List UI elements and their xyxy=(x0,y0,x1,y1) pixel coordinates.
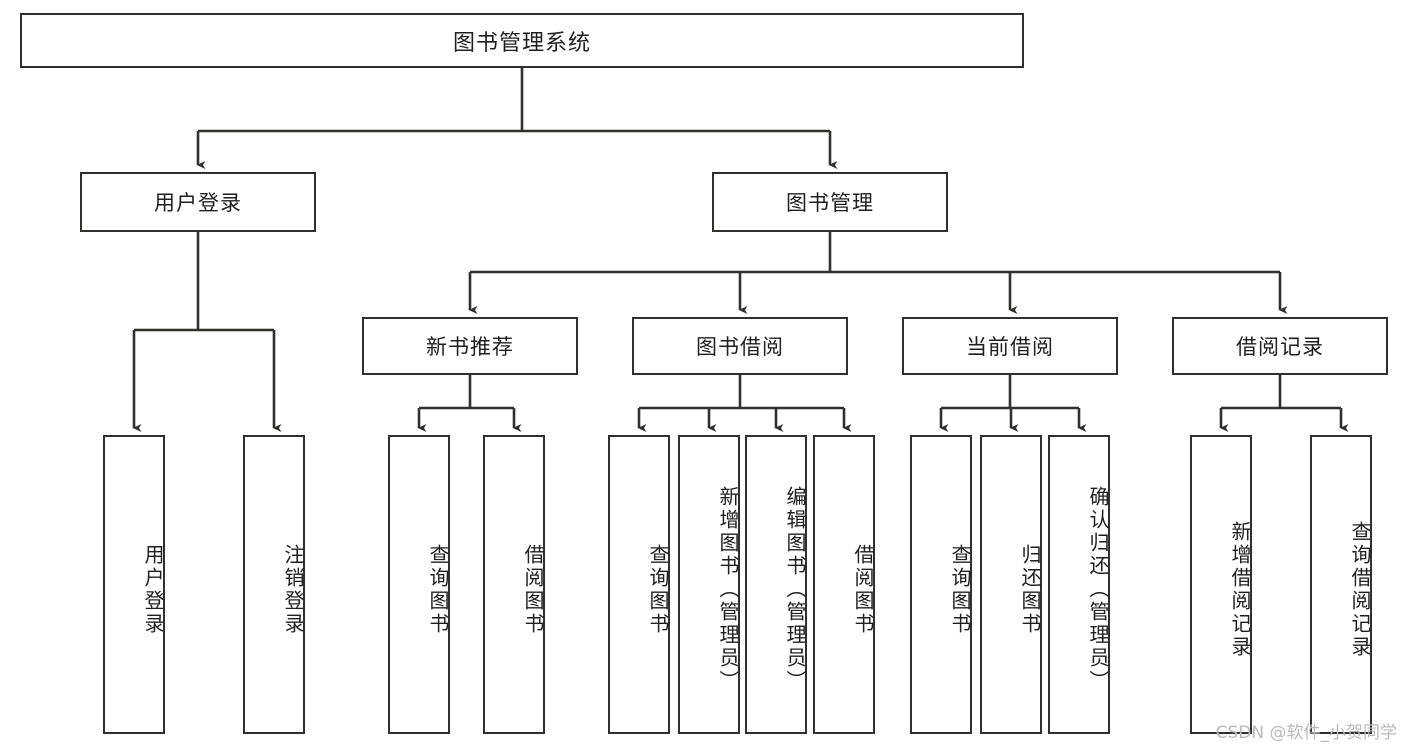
leaf-query-book-current-label: 查询图书 xyxy=(948,543,972,636)
node-user-login[interactable]: 用户登录 xyxy=(80,172,316,232)
leaf-logout[interactable]: 注销登录 xyxy=(243,435,305,734)
leaf-add-borrow-record-label: 新增借阅记录 xyxy=(1228,520,1252,659)
leaf-edit-book-admin[interactable]: 编辑图书（管理员） xyxy=(745,435,807,734)
leaf-query-borrow-record-label: 查询借阅记录 xyxy=(1348,520,1372,659)
leaf-query-book-current[interactable]: 查询图书 xyxy=(910,435,972,734)
node-new-book-recommend[interactable]: 新书推荐 xyxy=(362,317,578,375)
leaf-user-login-label: 用户登录 xyxy=(141,543,165,636)
leaf-query-book-recommend-label: 查询图书 xyxy=(426,543,450,636)
node-borrow-record-label: 借阅记录 xyxy=(1236,335,1324,359)
leaf-borrow-book-label: 借阅图书 xyxy=(851,543,875,636)
node-borrow-record[interactable]: 借阅记录 xyxy=(1172,317,1388,375)
node-new-book-recommend-label: 新书推荐 xyxy=(426,335,514,359)
leaf-borrow-book-recommend[interactable]: 借阅图书 xyxy=(483,435,545,734)
leaf-query-book-borrow[interactable]: 查询图书 xyxy=(608,435,670,734)
node-current-borrow-label: 当前借阅 xyxy=(966,335,1054,359)
node-book-management[interactable]: 图书管理 xyxy=(712,172,948,232)
node-book-borrow-label: 图书借阅 xyxy=(696,335,784,359)
leaf-borrow-book[interactable]: 借阅图书 xyxy=(813,435,875,734)
leaf-add-book-admin-label: 新增图书（管理员） xyxy=(716,486,740,693)
node-root[interactable]: 图书管理系统 xyxy=(20,13,1024,68)
leaf-return-book-label: 归还图书 xyxy=(1018,543,1042,636)
node-book-management-label: 图书管理 xyxy=(786,191,874,215)
leaf-query-borrow-record[interactable]: 查询借阅记录 xyxy=(1310,435,1372,734)
leaf-add-borrow-record[interactable]: 新增借阅记录 xyxy=(1190,435,1252,734)
leaf-query-book-borrow-label: 查询图书 xyxy=(646,543,670,636)
csdn-watermark: CSDN @软件_小贺同学 xyxy=(1215,723,1397,743)
node-user-login-label: 用户登录 xyxy=(154,191,242,215)
leaf-user-login[interactable]: 用户登录 xyxy=(103,435,165,734)
node-book-borrow[interactable]: 图书借阅 xyxy=(632,317,848,375)
leaf-return-book[interactable]: 归还图书 xyxy=(980,435,1042,734)
node-root-label: 图书管理系统 xyxy=(452,30,591,56)
leaf-borrow-book-recommend-label: 借阅图书 xyxy=(521,543,545,636)
leaf-query-book-recommend[interactable]: 查询图书 xyxy=(388,435,450,734)
leaf-add-book-admin[interactable]: 新增图书（管理员） xyxy=(678,435,740,734)
leaf-confirm-return-admin-label: 确认归还（管理员） xyxy=(1086,486,1110,693)
leaf-logout-label: 注销登录 xyxy=(281,543,305,636)
leaf-confirm-return-admin[interactable]: 确认归还（管理员） xyxy=(1048,435,1110,734)
leaf-edit-book-admin-label: 编辑图书（管理员） xyxy=(783,486,807,693)
node-current-borrow[interactable]: 当前借阅 xyxy=(902,317,1118,375)
